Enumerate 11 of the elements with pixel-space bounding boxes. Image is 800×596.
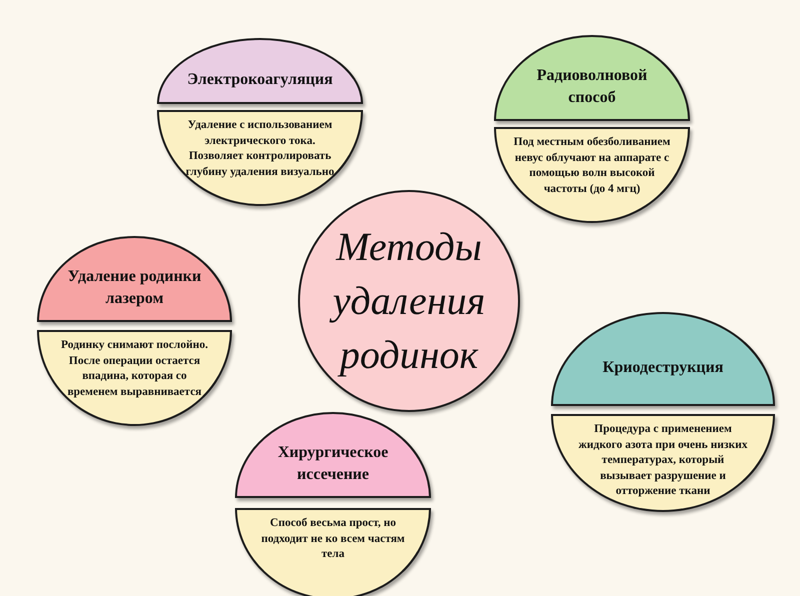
method-description: Процедура с применением жидкого азота при очень низких температурах, который вызывает разрушение и отторжение ткани: [578, 422, 748, 500]
method-heading: Радиоволновой способ: [536, 66, 648, 108]
method-heading: Электрокоагуляция: [187, 70, 333, 90]
method-description: Под местным обезболиванием невус облучают на аппарате с помощью волн высокой частоты (до 4 мгц): [512, 135, 672, 197]
method-description: Способ весьма прост, но подходит не ко всем частям тела: [260, 516, 406, 562]
method-heading: Криодеструкция: [602, 358, 724, 378]
method-heading: Хирургическое иссечение: [276, 443, 390, 485]
center-title: Методы удаления родинок: [319, 220, 499, 382]
method-description: Родинку снимают послойно. После операции остается впадина, которая со временем выравнивается: [60, 338, 209, 400]
method-heading: Удаление родинки лазером: [66, 267, 202, 309]
method-description: Удаление с использованием электрического тока. Позволяет контролировать глубину удаления визуально: [184, 118, 336, 180]
